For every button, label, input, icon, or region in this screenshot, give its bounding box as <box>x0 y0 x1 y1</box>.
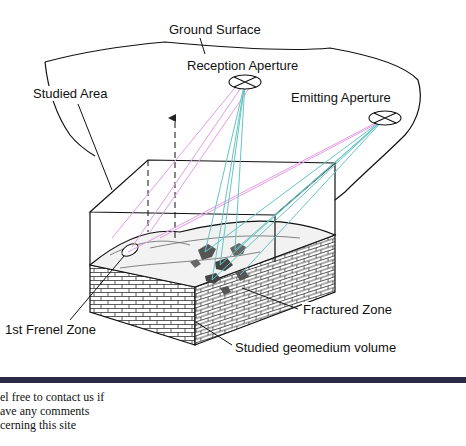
illustration-part <box>235 82 245 250</box>
illustration-part <box>229 75 261 89</box>
illustration-part <box>235 118 385 250</box>
illustration-part <box>132 82 245 247</box>
illustration-part <box>148 160 149 232</box>
illustration-part <box>374 113 396 123</box>
illustration-part <box>212 82 245 280</box>
zone-label: 1st Frenel Zone <box>4 322 97 337</box>
illustration-part <box>220 286 231 295</box>
illustration-part <box>242 288 298 309</box>
cyan-rays <box>205 82 385 280</box>
footer-text: el free to contact us if <box>0 390 104 404</box>
illustration-part <box>234 77 256 87</box>
illustration-part <box>175 118 176 238</box>
studied-area-box <box>90 118 335 265</box>
fractured-zone <box>190 243 249 295</box>
leader-lines <box>70 38 298 345</box>
illustration-part <box>220 118 385 265</box>
illustration-part <box>120 241 141 259</box>
illustration-part <box>70 256 124 320</box>
footer-rule <box>0 377 466 383</box>
rock-block <box>90 221 335 345</box>
illustration-part <box>369 111 401 125</box>
volume-label: Studied geomedium volume <box>234 340 397 355</box>
aperture-symbols <box>229 75 401 125</box>
zone-label: Fractured Zone <box>302 302 393 317</box>
illustration-part <box>112 84 238 238</box>
illustration-part <box>90 160 335 215</box>
illustration-part <box>235 270 249 281</box>
surface-label: Ground Surface <box>168 22 262 37</box>
footer-text: cerning this site <box>0 418 76 432</box>
area-label: Studied Area <box>32 86 108 101</box>
illustration-part <box>220 82 245 265</box>
illustration-part <box>0 377 466 383</box>
illustration-part <box>240 118 385 275</box>
aperture-label: Emitting Aperture <box>290 90 392 105</box>
pink-rays <box>112 82 385 252</box>
illustration-part <box>200 38 205 54</box>
illustration-part <box>190 259 201 268</box>
frenel-zone-ellipse <box>120 241 141 259</box>
aperture-label: Reception Aperture <box>186 58 299 73</box>
illustration-part <box>45 62 95 156</box>
footer-text: ave any comments <box>0 404 89 418</box>
illustration-part <box>90 163 335 265</box>
illustration-part <box>196 322 232 345</box>
illustration-part <box>78 104 112 190</box>
illustration-part <box>150 84 252 232</box>
